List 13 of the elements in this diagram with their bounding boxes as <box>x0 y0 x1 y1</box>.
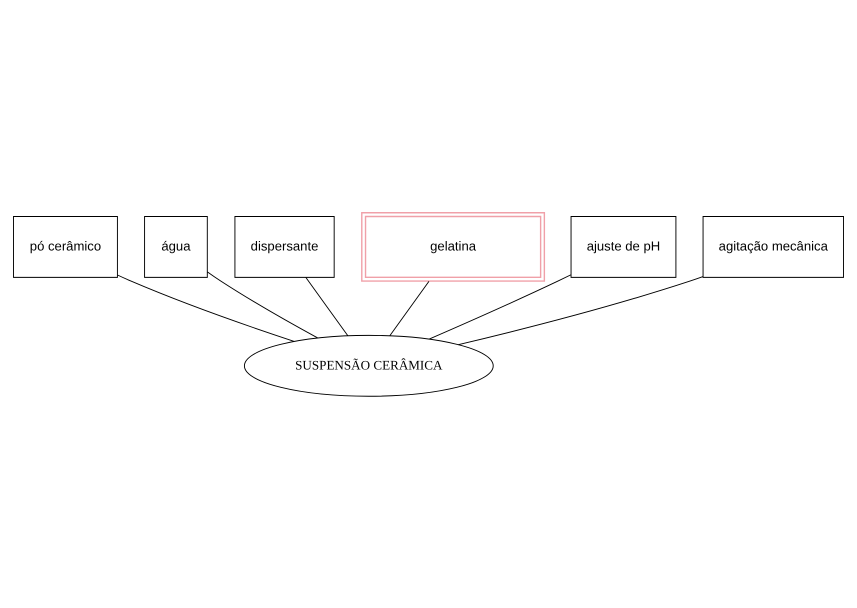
connector <box>428 274 572 340</box>
node-box: pó cerâmico <box>13 216 118 278</box>
node-box: dispersante <box>234 216 335 278</box>
node-box: ajuste de pH <box>570 216 676 278</box>
connector <box>117 274 295 342</box>
connector <box>389 280 430 336</box>
connector <box>305 276 348 336</box>
node-ellipse: SUSPENSÃO CERÂMICA <box>244 334 494 396</box>
node-box: agitação mecânica <box>702 216 844 278</box>
connector <box>207 270 318 338</box>
node-box: gelatina <box>361 212 546 282</box>
connector <box>458 276 704 345</box>
node-box: água <box>144 216 208 278</box>
